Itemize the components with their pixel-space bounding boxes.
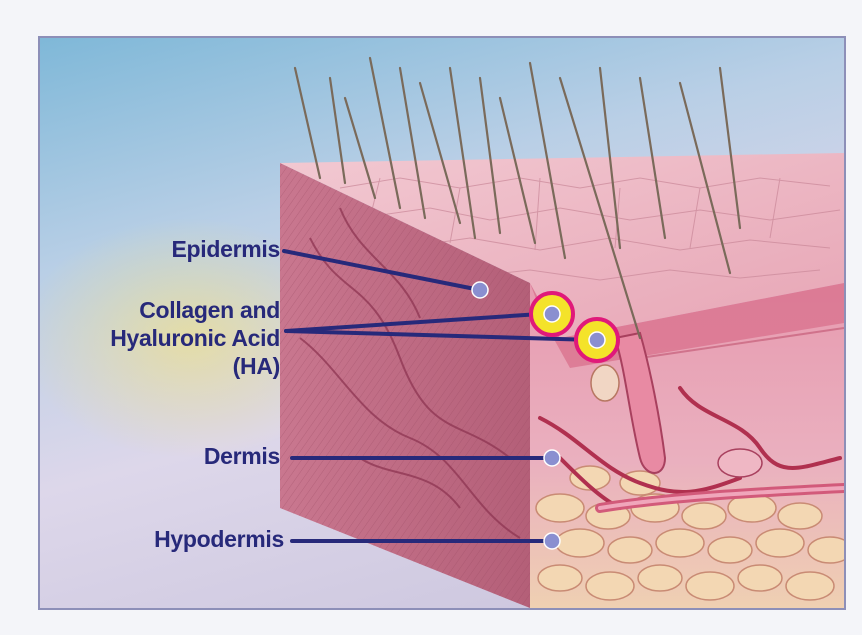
label-collagen-line1: Collagen and bbox=[139, 297, 280, 324]
marker-epidermis bbox=[472, 282, 488, 298]
label-dermis: Dermis bbox=[204, 443, 280, 470]
highlight-rings bbox=[531, 293, 618, 361]
label-collagen-line3: (HA) bbox=[233, 353, 280, 380]
label-epidermis: Epidermis bbox=[171, 236, 280, 263]
leader-epidermis bbox=[284, 251, 480, 290]
label-collagen-line2: Hyaluronic Acid bbox=[110, 325, 280, 352]
marker-dermis bbox=[544, 450, 560, 466]
marker-collagen-2 bbox=[589, 332, 605, 348]
leader-collagen-1 bbox=[286, 314, 540, 331]
marker-collagen-1 bbox=[544, 306, 560, 322]
marker-hypodermis bbox=[544, 533, 560, 549]
label-hypodermis: Hypodermis bbox=[154, 526, 284, 553]
